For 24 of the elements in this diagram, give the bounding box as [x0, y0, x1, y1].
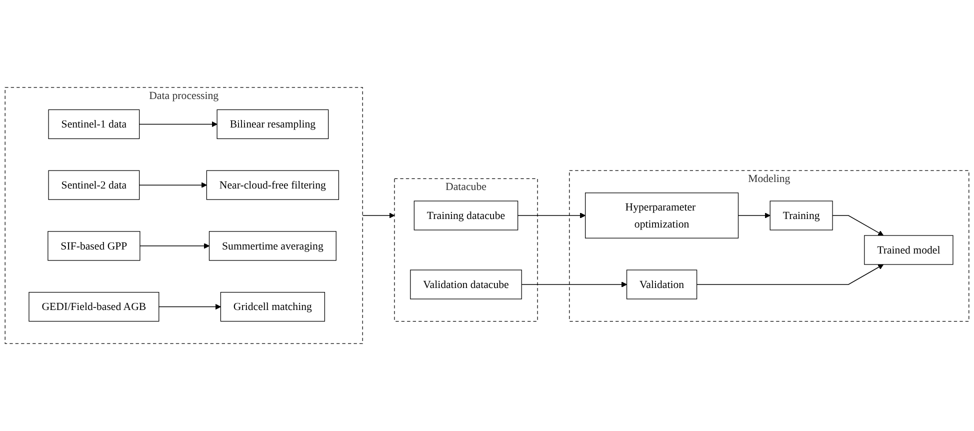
arrow [140, 243, 210, 249]
node-box: Hyperparameter optimization [585, 192, 739, 238]
node-box: Validation [626, 270, 698, 300]
node-box: Sentinel-2 data [48, 170, 140, 200]
node-box: Training [770, 200, 833, 230]
arrow [138, 121, 218, 128]
node-box: Sentinel-1 data [48, 109, 140, 140]
node-box: Validation datacube [410, 270, 522, 300]
node-box: Bilinear resampling [216, 109, 329, 140]
node-box: Near-cloud-free filtering [206, 170, 340, 200]
arrow [138, 182, 207, 188]
arrow [362, 212, 395, 218]
node-box: Gridcell matching [220, 292, 325, 322]
node-box: Training datacube [414, 200, 518, 230]
node-box: GEDI/Field-based AGB [28, 292, 160, 322]
arrow [521, 282, 628, 288]
arrow [517, 212, 586, 218]
arrow [738, 212, 770, 218]
arrow [158, 304, 221, 310]
node-box: Trained model [864, 235, 954, 265]
arrow [696, 264, 884, 285]
node-box: Summertime averaging [208, 231, 336, 261]
arrow [832, 215, 884, 236]
node-box: SIF-based GPP [48, 231, 140, 261]
